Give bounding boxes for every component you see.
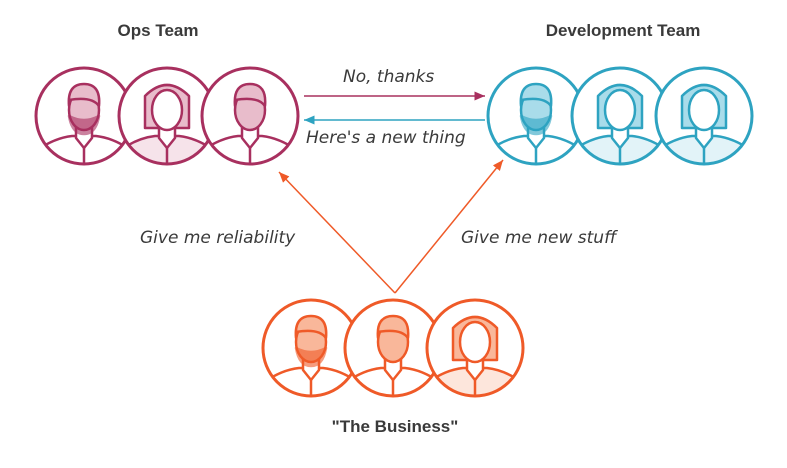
beard-shape — [67, 114, 101, 136]
face-shape — [458, 320, 492, 364]
label-give-new-stuff: Give me new stuff — [461, 228, 617, 248]
avatar-outline — [425, 298, 525, 398]
hair-shape — [294, 314, 328, 340]
label-new-thing: Here's a new thing — [306, 128, 466, 148]
arrow-business-to-dev — [394, 159, 504, 294]
avatar-outline — [200, 66, 300, 166]
hair-shape — [376, 314, 410, 340]
beard-shape — [294, 346, 328, 368]
beard-shape — [519, 114, 553, 136]
hair-shape — [233, 82, 267, 108]
hair-shape — [519, 82, 553, 108]
avatar-outline — [654, 66, 754, 166]
ops-team-title: Ops Team — [117, 21, 199, 40]
business-title: "The Business" — [331, 417, 459, 436]
ops-avatar-bearded-man — [34, 66, 134, 166]
business-avatar-old-man — [261, 298, 361, 398]
dev-avatar-woman-curly — [570, 66, 670, 166]
dev-avatar-woman — [654, 66, 754, 166]
face-shape — [150, 88, 184, 132]
label-no-thanks: No, thanks — [343, 67, 435, 87]
hair-shape — [67, 82, 101, 108]
business-avatar-man — [343, 298, 443, 398]
label-give-reliability: Give me reliability — [140, 228, 296, 248]
dev-avatar-bearded-man — [486, 66, 586, 166]
ops-avatar-man — [200, 66, 300, 166]
ops-avatar-woman — [117, 66, 217, 166]
business-avatar-woman — [425, 298, 525, 398]
dev-team-title: Development Team — [545, 21, 701, 40]
face-shape — [603, 88, 637, 132]
face-shape — [687, 88, 721, 132]
arrow-business-to-ops — [278, 171, 396, 294]
